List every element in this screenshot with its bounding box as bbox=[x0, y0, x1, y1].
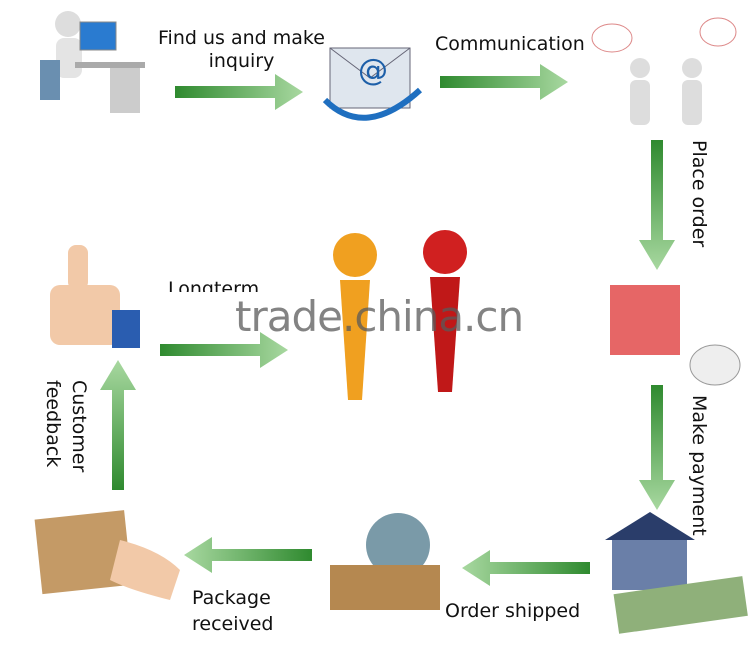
thumbs-up-illustration bbox=[50, 245, 140, 348]
globe-boxes-illustration bbox=[330, 513, 440, 610]
house-money-illustration bbox=[605, 512, 748, 634]
talking-people-illustration bbox=[591, 17, 737, 125]
arrow-down-1 bbox=[639, 140, 675, 270]
step-customer-feedback-label: Customer feedback bbox=[42, 380, 90, 473]
package-hands-illustration bbox=[34, 510, 180, 600]
computer-user-illustration bbox=[40, 11, 145, 113]
arrow-left-2 bbox=[184, 537, 312, 573]
watermark: trade.china.cn bbox=[235, 292, 524, 341]
arrow-right-2 bbox=[440, 64, 568, 100]
arrow-right-3 bbox=[160, 332, 288, 368]
step-longterm-label: Longterm bbox=[168, 278, 260, 292]
svg-text:@: @ bbox=[358, 53, 388, 88]
step-package-received-label: Package received bbox=[192, 587, 274, 635]
arrow-up bbox=[100, 360, 136, 490]
step-order-shipped-label: Order shipped bbox=[445, 600, 581, 622]
step-make-payment-label: Make payment bbox=[688, 395, 710, 536]
arrow-down-2 bbox=[639, 385, 675, 510]
step-communication-label: Communication bbox=[435, 33, 585, 55]
step-inquiry-label: Find us and make inquiry bbox=[158, 27, 325, 72]
partners-illustration bbox=[333, 230, 467, 400]
email-icon-illustration: @ bbox=[322, 47, 423, 121]
arrow-left-1 bbox=[462, 550, 590, 586]
arrow-right-1 bbox=[175, 74, 303, 110]
step-place-order-label: Place order bbox=[688, 140, 710, 248]
shopping-cart-mouse-illustration bbox=[610, 285, 741, 386]
